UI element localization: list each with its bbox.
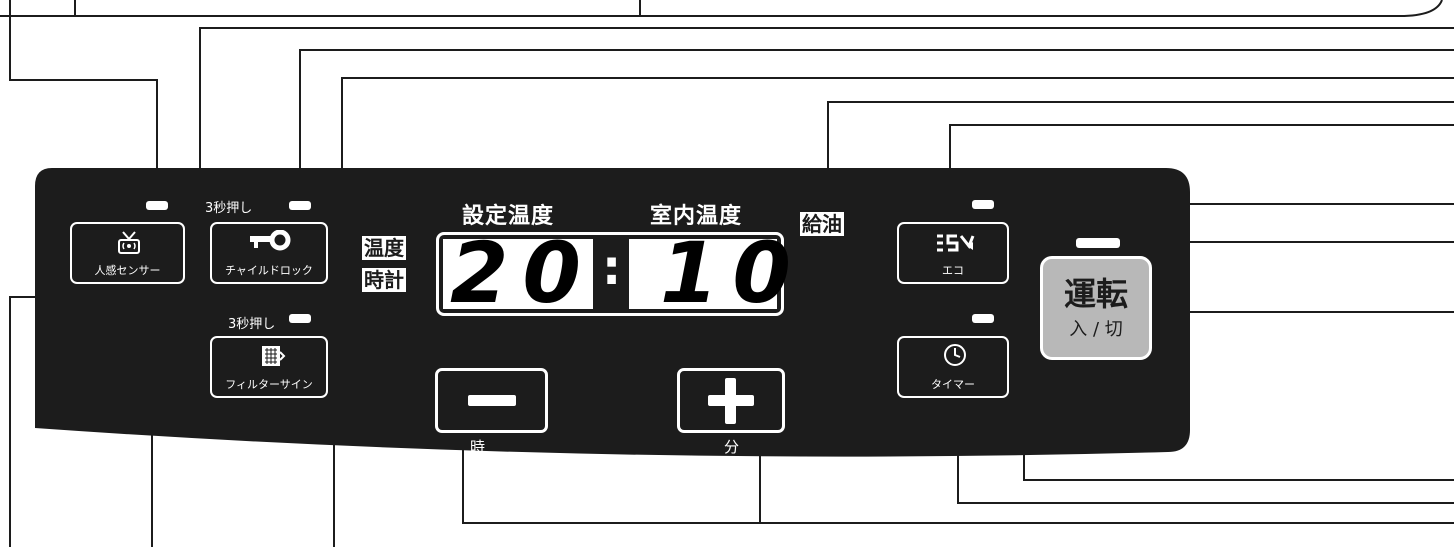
minus-icon <box>468 395 516 406</box>
lcd-left-window <box>443 239 593 309</box>
lock-led <box>289 201 311 210</box>
eco-label: エコ <box>942 264 964 277</box>
minus-sub-label: 時 <box>470 438 486 456</box>
lcd-colon: : <box>602 240 622 296</box>
leader-sensor-led <box>9 0 158 205</box>
timer-label: タイマー <box>931 378 975 391</box>
child-lock-label: チャイルドロック <box>225 264 313 277</box>
human-sensor-button[interactable]: 人感センサー <box>70 222 185 284</box>
leader-eco <box>949 124 1454 232</box>
lcd-right-window <box>629 239 777 309</box>
lock-hold-note: 3秒押し <box>205 201 253 216</box>
leader-timer-led <box>995 317 1454 481</box>
human-sensor-label: 人感センサー <box>94 264 161 277</box>
timer-button[interactable]: タイマー <box>897 336 1009 398</box>
filter-sign-button[interactable]: フィルターサイン <box>210 336 328 398</box>
leader-filter-led <box>310 317 335 547</box>
power-led <box>1076 238 1120 248</box>
leader-sensor-button <box>188 27 1454 246</box>
plus-icon-h <box>708 395 754 406</box>
lcd-left-value: 20 <box>450 224 595 322</box>
timer-led <box>972 314 994 323</box>
eco-led <box>972 200 994 209</box>
power-button[interactable]: 運転 入 / 切 <box>1040 256 1152 360</box>
power-sub-label: 入 / 切 <box>1069 319 1123 340</box>
filter-hold-note: 3秒押し <box>228 317 276 332</box>
leader-lock-button <box>330 77 1454 246</box>
sensor-led <box>146 201 168 210</box>
eco-icon <box>937 234 975 252</box>
clock-mode-badge: 時計 <box>362 268 406 292</box>
leader-timer-button <box>957 368 1454 504</box>
plus-icon-v <box>725 378 736 424</box>
eco-button[interactable]: エコ <box>897 222 1009 284</box>
room-temp-label: 室内温度 <box>650 204 743 229</box>
filter-sign-label: フィルターサイン <box>225 378 313 391</box>
lcd-display <box>436 232 784 316</box>
temp-mode-badge: 温度 <box>362 236 406 260</box>
leader-display <box>9 296 465 547</box>
child-lock-button[interactable]: チャイルドロック <box>210 222 328 284</box>
lcd-right-value: 10 <box>660 224 805 322</box>
clock-icon <box>944 344 966 366</box>
key-icon <box>250 230 291 251</box>
power-main-label: 運転 <box>1063 275 1128 313</box>
top-table-border <box>0 0 1443 17</box>
plus-sub-label: 分 <box>724 438 740 456</box>
leader-filter-button <box>151 367 215 547</box>
minus-button[interactable] <box>435 368 548 433</box>
oil-badge: 給油 <box>800 212 844 236</box>
plus-button[interactable] <box>677 368 785 433</box>
set-temp-label: 設定温度 <box>462 204 555 229</box>
leader-oil <box>827 101 1454 210</box>
leader-minus-plus <box>462 418 1454 524</box>
filter-icon <box>262 346 286 366</box>
person-sensor-icon <box>118 231 140 254</box>
filter-led <box>289 314 311 323</box>
leader-lock-led <box>299 49 1454 205</box>
